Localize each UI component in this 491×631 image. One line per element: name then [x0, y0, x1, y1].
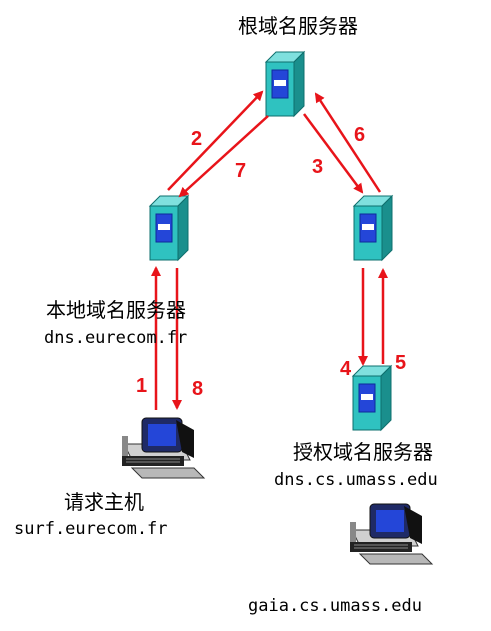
- root-server-icon: [265, 51, 305, 117]
- auth-server-host: dns.cs.umass.edu: [274, 470, 438, 490]
- arrow-step-7: [178, 115, 269, 198]
- step-1-number: 1: [136, 375, 148, 397]
- auth-server-icon: [352, 365, 392, 431]
- arrow-step-2: [167, 90, 264, 191]
- arrow-step-6: [314, 92, 382, 193]
- step-8-number: 8: [192, 378, 204, 400]
- requester-label: 请求主机: [64, 490, 144, 514]
- step-7-number: 7: [235, 160, 247, 182]
- requester-host: surf.eurecom.fr: [14, 519, 168, 539]
- step-2-number: 2: [191, 128, 203, 150]
- step-6-number: 6: [354, 124, 366, 146]
- tld-server-icon: [353, 195, 393, 261]
- root-server-label: 根域名服务器: [238, 14, 358, 38]
- local-server-host: dns.eurecom.fr: [44, 328, 188, 348]
- arrow-step-3: [302, 113, 364, 194]
- auth-server-label: 授权域名服务器: [293, 440, 433, 464]
- step-5-number: 5: [395, 352, 407, 374]
- step-3-number: 3: [312, 156, 324, 178]
- target-host-icon: [349, 503, 433, 565]
- requester-host-icon: [121, 417, 205, 479]
- local-server-label: 本地域名服务器: [46, 298, 186, 322]
- step-4-number: 4: [340, 358, 352, 380]
- local-server-icon: [149, 195, 189, 261]
- target-host: gaia.cs.umass.edu: [248, 596, 422, 616]
